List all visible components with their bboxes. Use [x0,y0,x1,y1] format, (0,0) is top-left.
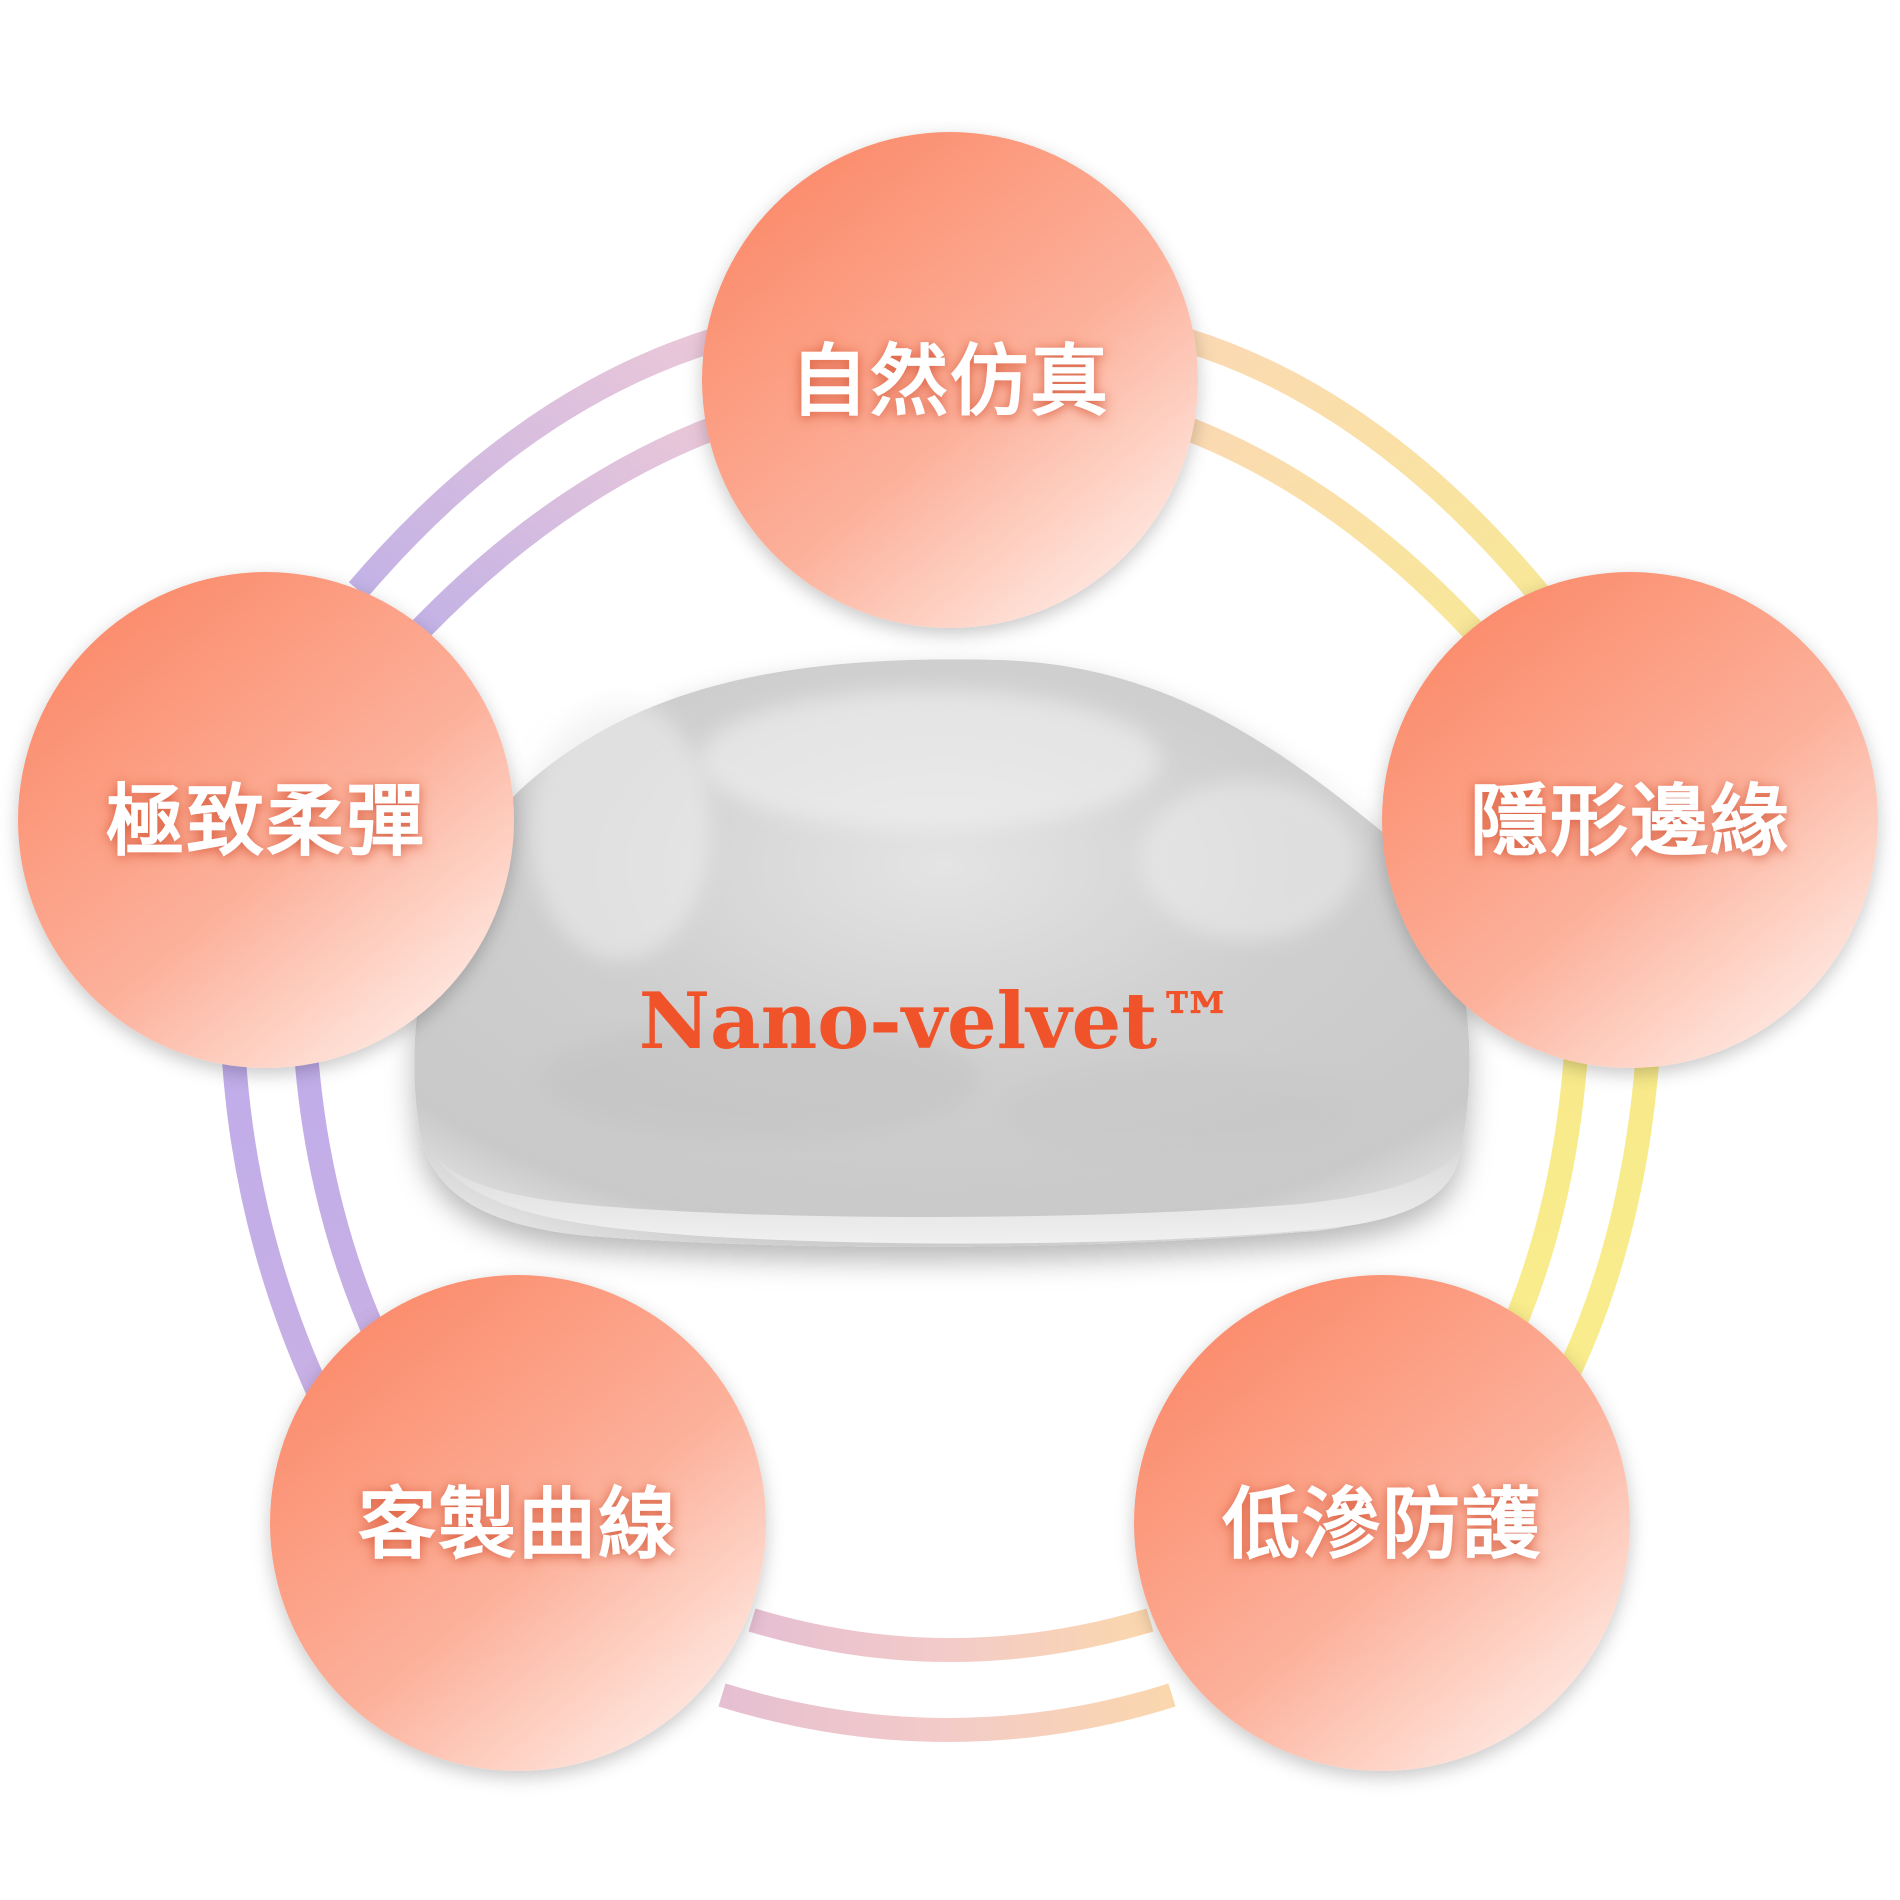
center-label: Nano-velvet™ [639,976,1236,1067]
node-bottom-left-circle [270,1275,766,1771]
node-right: 隱形邊緣 [1382,572,1878,1068]
node-bottom-left-label: 客製曲線 [358,1479,678,1570]
implant-image [414,659,1470,1247]
node-right-circle [1382,572,1878,1068]
connector-bottom [718,1608,1176,1742]
connector-left [220,1019,393,1406]
node-left: 極致柔彈 [18,572,514,1068]
node-left-circle [18,572,514,1068]
node-right-label: 隱形邊緣 [1470,776,1790,867]
node-bottom-left: 客製曲線 [270,1275,766,1771]
node-top: 自然仿真 [702,132,1198,628]
node-bottom-right-label: 低滲防護 [1222,1479,1542,1570]
node-bottom-right-circle [1134,1275,1630,1771]
node-bottom-right: 低滲防護 [1134,1275,1630,1771]
connector-top-right [1173,328,1554,649]
node-top-label: 自然仿真 [790,336,1110,427]
node-left-label: 極致柔彈 [106,776,426,867]
connector-top-left [348,328,727,639]
connector-ring [220,328,1662,1742]
connector-right [1497,1019,1662,1376]
node-top-circle [702,132,1198,628]
